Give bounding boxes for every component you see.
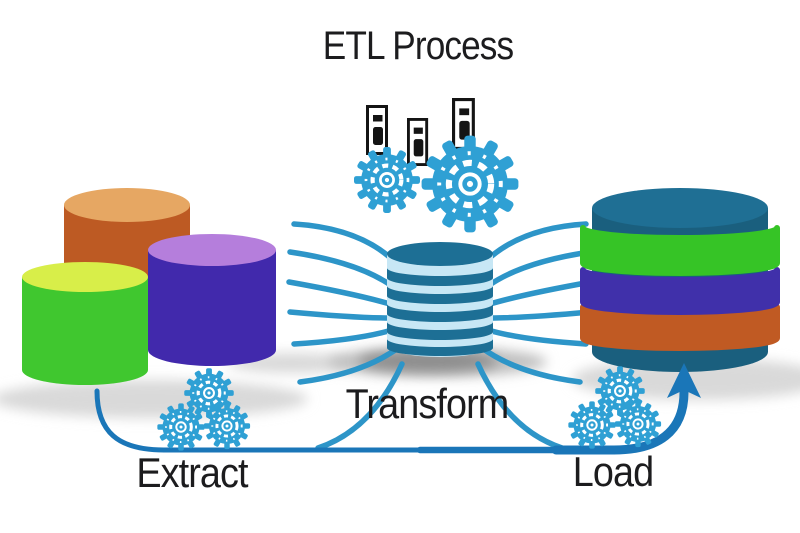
document-icon (407, 118, 429, 166)
cylinder-body (148, 250, 276, 350)
stream-line (315, 361, 405, 451)
gear-icon (422, 136, 519, 233)
warehouse-disc-orange (580, 304, 780, 351)
extract-label: Extract (136, 449, 248, 496)
stream-line (291, 327, 395, 347)
stream-line (485, 249, 593, 289)
stream-line (287, 249, 395, 289)
stream-line (475, 361, 565, 451)
flow-arrow (94, 363, 701, 455)
stream-line (487, 309, 593, 321)
staging-database (387, 242, 493, 357)
diagram-title: ETL Process (322, 24, 514, 68)
stream-line (487, 279, 594, 307)
db-stripe (387, 322, 493, 340)
data-stream-lines (286, 221, 594, 451)
warehouse-database (580, 188, 780, 372)
cylinder-top (387, 242, 493, 266)
source-db-green (22, 262, 148, 385)
stream-line (297, 345, 401, 385)
db-stripe (387, 268, 493, 286)
cylinder-body (22, 277, 148, 370)
transform-label: Transform (345, 380, 510, 427)
cylinder-top (22, 262, 148, 292)
warehouse-disc-green (580, 225, 780, 276)
db-stripe (387, 339, 493, 356)
stream-line (485, 327, 589, 347)
cylinder-top (148, 234, 276, 266)
db-stripe (387, 286, 493, 304)
flow-arrow-path (551, 387, 689, 455)
warehouse-disc-indigo (580, 267, 780, 315)
document-icon (366, 105, 388, 155)
stream-line (286, 279, 393, 307)
stream-line (287, 309, 393, 321)
db-stripe (387, 304, 493, 322)
source-db-purple (148, 234, 276, 366)
load-label: Load (572, 448, 654, 495)
up-arrow-icon (667, 363, 701, 398)
flow-arrow-path (94, 388, 433, 453)
cylinder-top (64, 188, 190, 222)
stream-line (479, 345, 583, 385)
cylinder-top (592, 188, 768, 228)
shadow-ellipse (0, 380, 308, 418)
